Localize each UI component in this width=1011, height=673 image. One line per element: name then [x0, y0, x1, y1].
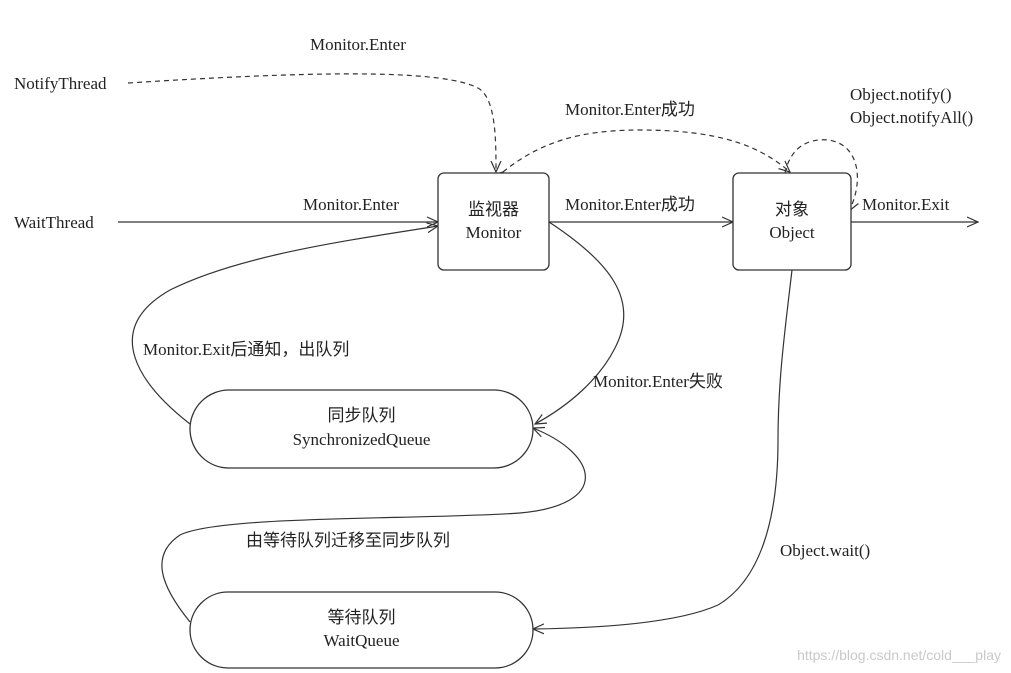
wait-enter-label: Monitor.Enter [303, 195, 399, 214]
wait-to-sync-label: 由等待队列迁移至同步队列 [246, 531, 450, 550]
wait-queue-node: 等待队列 WaitQueue [189, 591, 534, 669]
edge-monitor-to-object-dashed [503, 129, 790, 172]
edge-sync-queue-to-monitor [131, 226, 438, 425]
enter-success-dashed-label: Monitor.Enter成功 [565, 100, 695, 119]
edge-object-notify-loop [784, 139, 857, 211]
exit-notify-label: Monitor.Exit后通知，出队列 [143, 340, 349, 359]
wait-queue-label-cn: 等待队列 [328, 608, 396, 627]
object-label-cn: 对象 [775, 200, 809, 219]
wait-queue-label-en: WaitQueue [323, 631, 399, 650]
sync-queue-node: 同步队列 SynchronizedQueue [189, 389, 534, 469]
watermark-text: https://blog.csdn.net/cold___play [797, 647, 1001, 663]
enter-success-label: Monitor.Enter成功 [565, 195, 695, 214]
monitor-label-cn: 监视器 [468, 200, 519, 219]
monitor-label-en: Monitor [466, 223, 522, 242]
sync-queue-label-cn: 同步队列 [328, 406, 396, 425]
sync-queue-label-en: SynchronizedQueue [293, 430, 431, 449]
notify-enter-label: Monitor.Enter [310, 35, 406, 54]
notify-label-1: Object.notify() [850, 85, 952, 104]
edge-object-to-wait-queue [533, 269, 793, 629]
wait-thread-label: WaitThread [14, 213, 94, 232]
notify-label-2: Object.notifyAll() [850, 108, 973, 127]
notify-thread-label: NotifyThread [14, 74, 107, 93]
monitor-node: 监视器 Monitor [437, 172, 550, 271]
edge-monitor-to-sync-queue [535, 221, 625, 424]
enter-fail-label: Monitor.Enter失败 [593, 372, 723, 391]
edge-wait-queue-to-sync-queue [161, 428, 586, 623]
object-wait-label: Object.wait() [780, 541, 870, 560]
object-label-en: Object [769, 223, 815, 242]
edge-notify-thread-to-monitor [127, 73, 496, 172]
exit-label: Monitor.Exit [862, 195, 950, 214]
object-node: 对象 Object [732, 172, 852, 271]
